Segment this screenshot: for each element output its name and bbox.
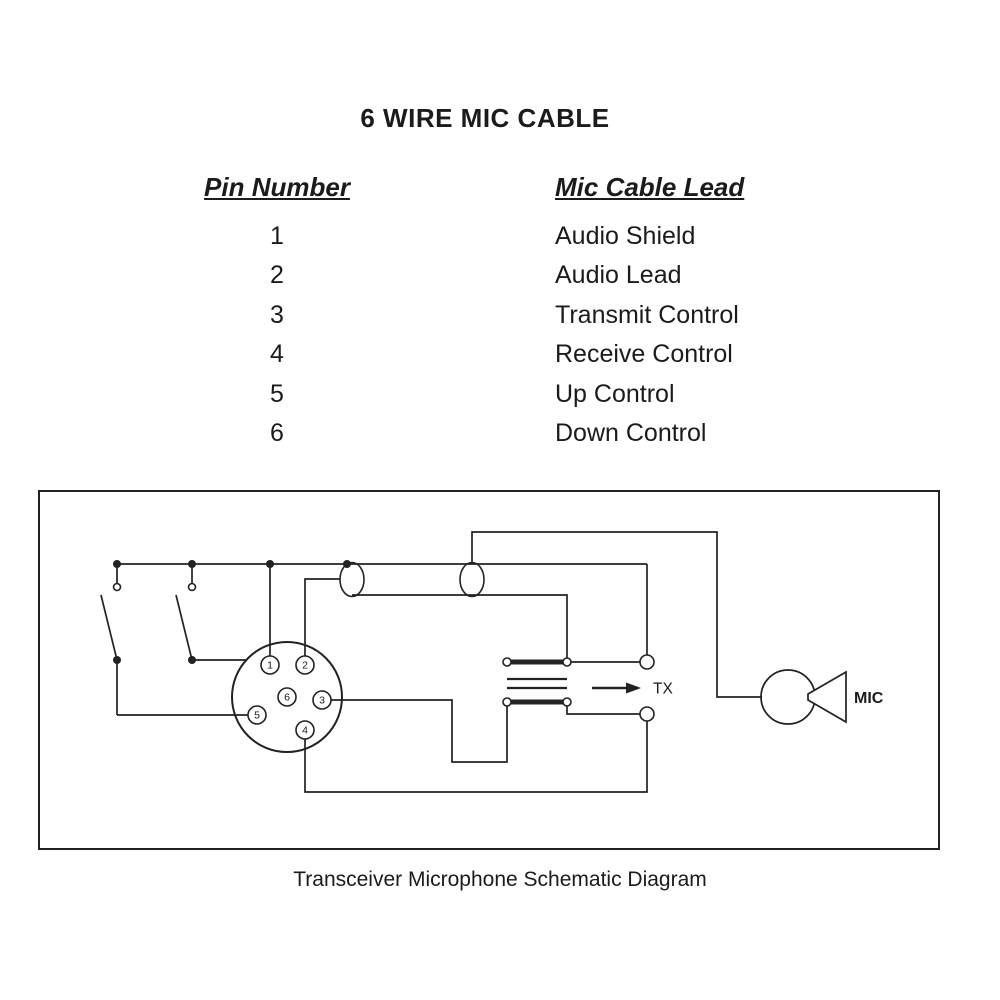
page-title: 6 WIRE MIC CABLE xyxy=(360,103,610,133)
mic-cable-lead-header: Mic Cable Lead xyxy=(555,172,745,202)
pin-number-cell: 6 xyxy=(270,419,284,447)
tx-arrow-head-icon xyxy=(626,682,641,694)
connector-pin-4 xyxy=(295,720,315,740)
schematic-svg: 1 2 6 3 5 4 T xyxy=(100,531,884,793)
lead-cell: Transmit Control xyxy=(555,301,739,329)
switch-2-blade xyxy=(175,594,193,661)
schematic-caption: Transceiver Microphone Schematic Diagram xyxy=(293,868,707,891)
switch-2-pivot-dot xyxy=(188,656,196,664)
pin-number-cell: 1 xyxy=(270,222,284,250)
pin-6-label: 6 xyxy=(284,692,290,704)
pin4-wire xyxy=(304,721,648,793)
filter-terminal xyxy=(562,657,572,667)
pin-number-header: Pin Number xyxy=(204,172,350,202)
lead-cell: Up Control xyxy=(555,380,675,408)
mic-feed-wire xyxy=(471,531,762,698)
lead-cell: Audio Shield xyxy=(555,222,696,250)
cable-end-left xyxy=(339,561,365,598)
cable-shield-icon xyxy=(339,561,485,598)
schematic-frame: 1 2 6 3 5 4 T xyxy=(38,490,940,850)
connector: 1 2 6 3 5 4 xyxy=(231,641,343,753)
connector-pin-6 xyxy=(277,687,297,707)
tx-label: TX xyxy=(653,681,673,698)
junction-dot xyxy=(266,560,274,568)
lead-cell: Receive Control xyxy=(555,340,733,368)
connector-circle xyxy=(231,641,343,753)
connector-pin-1 xyxy=(260,655,280,675)
pin-4-label: 4 xyxy=(302,725,308,737)
switch-1-blade xyxy=(100,594,118,661)
pin-2-label: 2 xyxy=(302,660,308,672)
switch-2 xyxy=(175,564,197,664)
pin-3-label: 3 xyxy=(319,695,325,707)
switch-2-contact xyxy=(187,582,197,592)
tx-section: TX xyxy=(592,654,673,722)
filter-network xyxy=(502,657,572,707)
switch-1-contact xyxy=(112,582,122,592)
junction-dot xyxy=(188,560,196,568)
filter-terminal xyxy=(562,697,572,707)
connector-pin-5 xyxy=(247,705,267,725)
mic-icon: MIC xyxy=(760,669,884,725)
connector-pin-2 xyxy=(295,655,315,675)
connector-pin-3 xyxy=(312,690,332,710)
pin3-wire xyxy=(331,699,508,763)
pin-number-cell: 4 xyxy=(270,340,284,368)
mic-horn xyxy=(807,670,847,724)
lead-cell: Down Control xyxy=(555,419,707,447)
pin-1-label: 1 xyxy=(267,660,273,672)
junction-dots xyxy=(113,560,351,568)
pin-number-cell: 2 xyxy=(270,261,284,289)
tx-terminal-top xyxy=(639,654,655,670)
pin-number-cell: 3 xyxy=(270,301,284,329)
wires xyxy=(117,531,762,793)
pin-5-label: 5 xyxy=(254,710,260,722)
mic-driver xyxy=(760,669,816,725)
cable-bottom-wire xyxy=(352,594,568,658)
filter-to-tx-bottom-wire xyxy=(566,706,640,715)
filter-terminal xyxy=(502,657,512,667)
mic-label: MIC xyxy=(854,690,884,707)
filter-terminal xyxy=(502,697,512,707)
lead-cell: Audio Lead xyxy=(555,261,682,289)
tx-terminal-bottom xyxy=(639,706,655,722)
pin-number-cell: 5 xyxy=(270,380,284,408)
switch-1-pivot-dot xyxy=(113,656,121,664)
switch-1 xyxy=(100,564,122,715)
junction-dot xyxy=(113,560,121,568)
pin2-wire xyxy=(304,578,340,656)
cable-end-right xyxy=(459,561,485,598)
